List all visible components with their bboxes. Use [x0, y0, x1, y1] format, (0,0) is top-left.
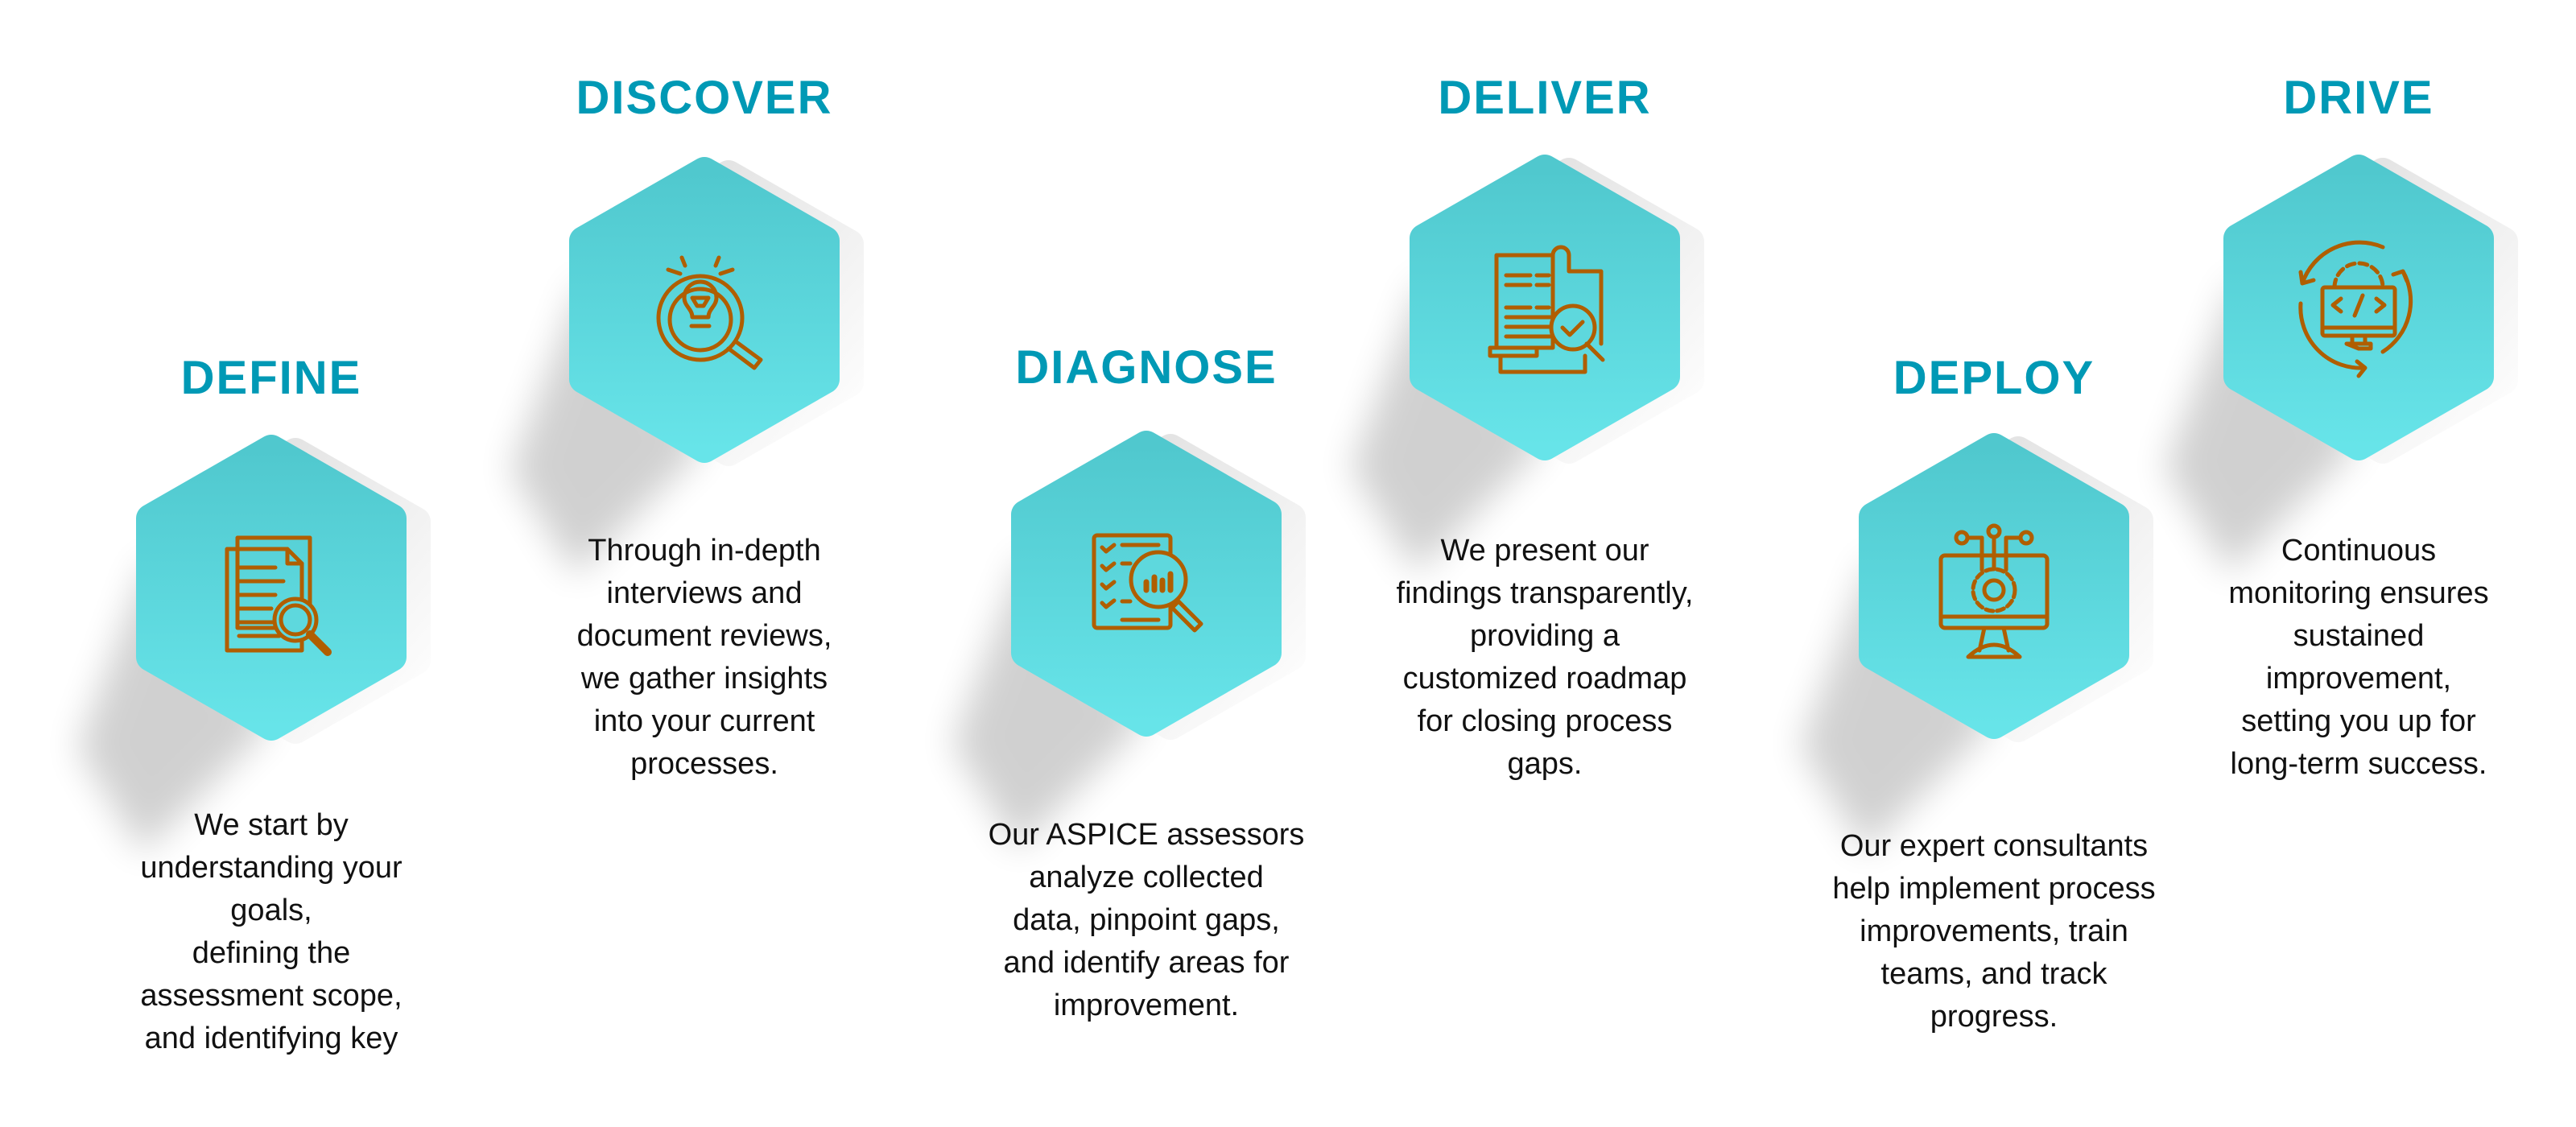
- description-line: into your current: [593, 704, 815, 738]
- description-line: customized roadmap: [1402, 662, 1687, 696]
- step-title: DISCOVER: [576, 72, 833, 124]
- document-search-icon: [225, 535, 332, 656]
- step-description: Through in-depth interviews and document r…: [479, 530, 930, 786]
- description-line: Continuous: [2281, 534, 2437, 568]
- description-line: help implement process: [1832, 872, 2156, 906]
- description-line: We start by: [194, 808, 349, 842]
- description-line: Through in-depth: [588, 534, 821, 568]
- step-description: We start by understanding your goals, defin…: [46, 804, 497, 1060]
- step-title: DIAGNOSE: [1015, 341, 1278, 394]
- lightbulb-magnifier-icon: [656, 255, 763, 370]
- step-description: Our expert consultants help implement pro…: [1769, 825, 2219, 1038]
- step-description: Our ASPICE assessors analyze collected dat…: [921, 814, 1372, 1027]
- monitor-gear-icon: [1938, 523, 2050, 659]
- step-title: DELIVER: [1438, 72, 1652, 124]
- step-hexagon: [953, 431, 1306, 849]
- long-shadow: [1352, 275, 1545, 573]
- step-hexagon: [2165, 155, 2518, 573]
- description-line: goals,: [230, 894, 312, 927]
- description-line: processes.: [630, 747, 778, 781]
- description-line: improvements, train: [1860, 914, 2128, 948]
- description-line: progress.: [1930, 1000, 2058, 1034]
- description-line: We present our: [1440, 534, 1649, 568]
- long-shadow: [1801, 554, 1994, 852]
- description-line: gaps.: [1507, 747, 1583, 781]
- description-line: setting you up for: [2241, 704, 2476, 738]
- step-description: We present our findings transparently, pro…: [1319, 530, 1770, 786]
- step-hexagon: [1801, 433, 2153, 852]
- long-shadow: [511, 278, 704, 576]
- description-line: improvement,: [2265, 662, 2452, 696]
- step-title: DEFINE: [180, 352, 362, 404]
- description-line: document reviews,: [576, 619, 832, 653]
- step-title: DEPLOY: [1893, 352, 2095, 404]
- description-line: teams, and track: [1880, 957, 2107, 991]
- description-line: data, pinpoint gaps,: [1013, 903, 1280, 937]
- description-line: long-term success.: [2230, 747, 2487, 781]
- step-hexagon: [511, 157, 864, 576]
- description-line: and identify areas for: [1003, 946, 1290, 980]
- description-line: and identifying key: [144, 1022, 398, 1055]
- hexagon-face: [136, 435, 407, 741]
- report-check-icon: [1488, 245, 1605, 374]
- description-line: improvement.: [1053, 989, 1240, 1022]
- description-line: for closing process: [1417, 704, 1673, 738]
- step-hexagon: [78, 435, 431, 853]
- description-line: providing a: [1470, 619, 1620, 653]
- checklist-analysis-icon: [1092, 533, 1203, 633]
- description-line: findings transparently,: [1396, 576, 1694, 610]
- step-description: Continuous monitoring ensures sustained imp…: [2133, 530, 2576, 786]
- description-line: interviews and: [606, 576, 803, 610]
- monitor-cycle-icon: [2298, 240, 2413, 378]
- long-shadow: [2165, 275, 2359, 573]
- step-title: DRIVE: [2283, 72, 2434, 124]
- description-line: assessment scope,: [140, 979, 402, 1013]
- description-line: Our ASPICE assessors: [988, 818, 1305, 852]
- description-line: understanding your: [140, 851, 402, 885]
- description-line: analyze collected: [1029, 861, 1264, 894]
- step-hexagon: [1352, 155, 1704, 573]
- long-shadow: [953, 551, 1146, 849]
- description-line: defining the: [192, 936, 351, 970]
- description-line: monitoring ensures: [2228, 576, 2489, 610]
- long-shadow: [78, 555, 271, 853]
- hexagon-face: [1859, 433, 2129, 739]
- hexagon-face: [569, 157, 840, 463]
- description-line: Our expert consultants: [1839, 829, 2149, 863]
- description-line: sustained: [2293, 619, 2425, 653]
- description-line: we gather insights: [580, 662, 828, 696]
